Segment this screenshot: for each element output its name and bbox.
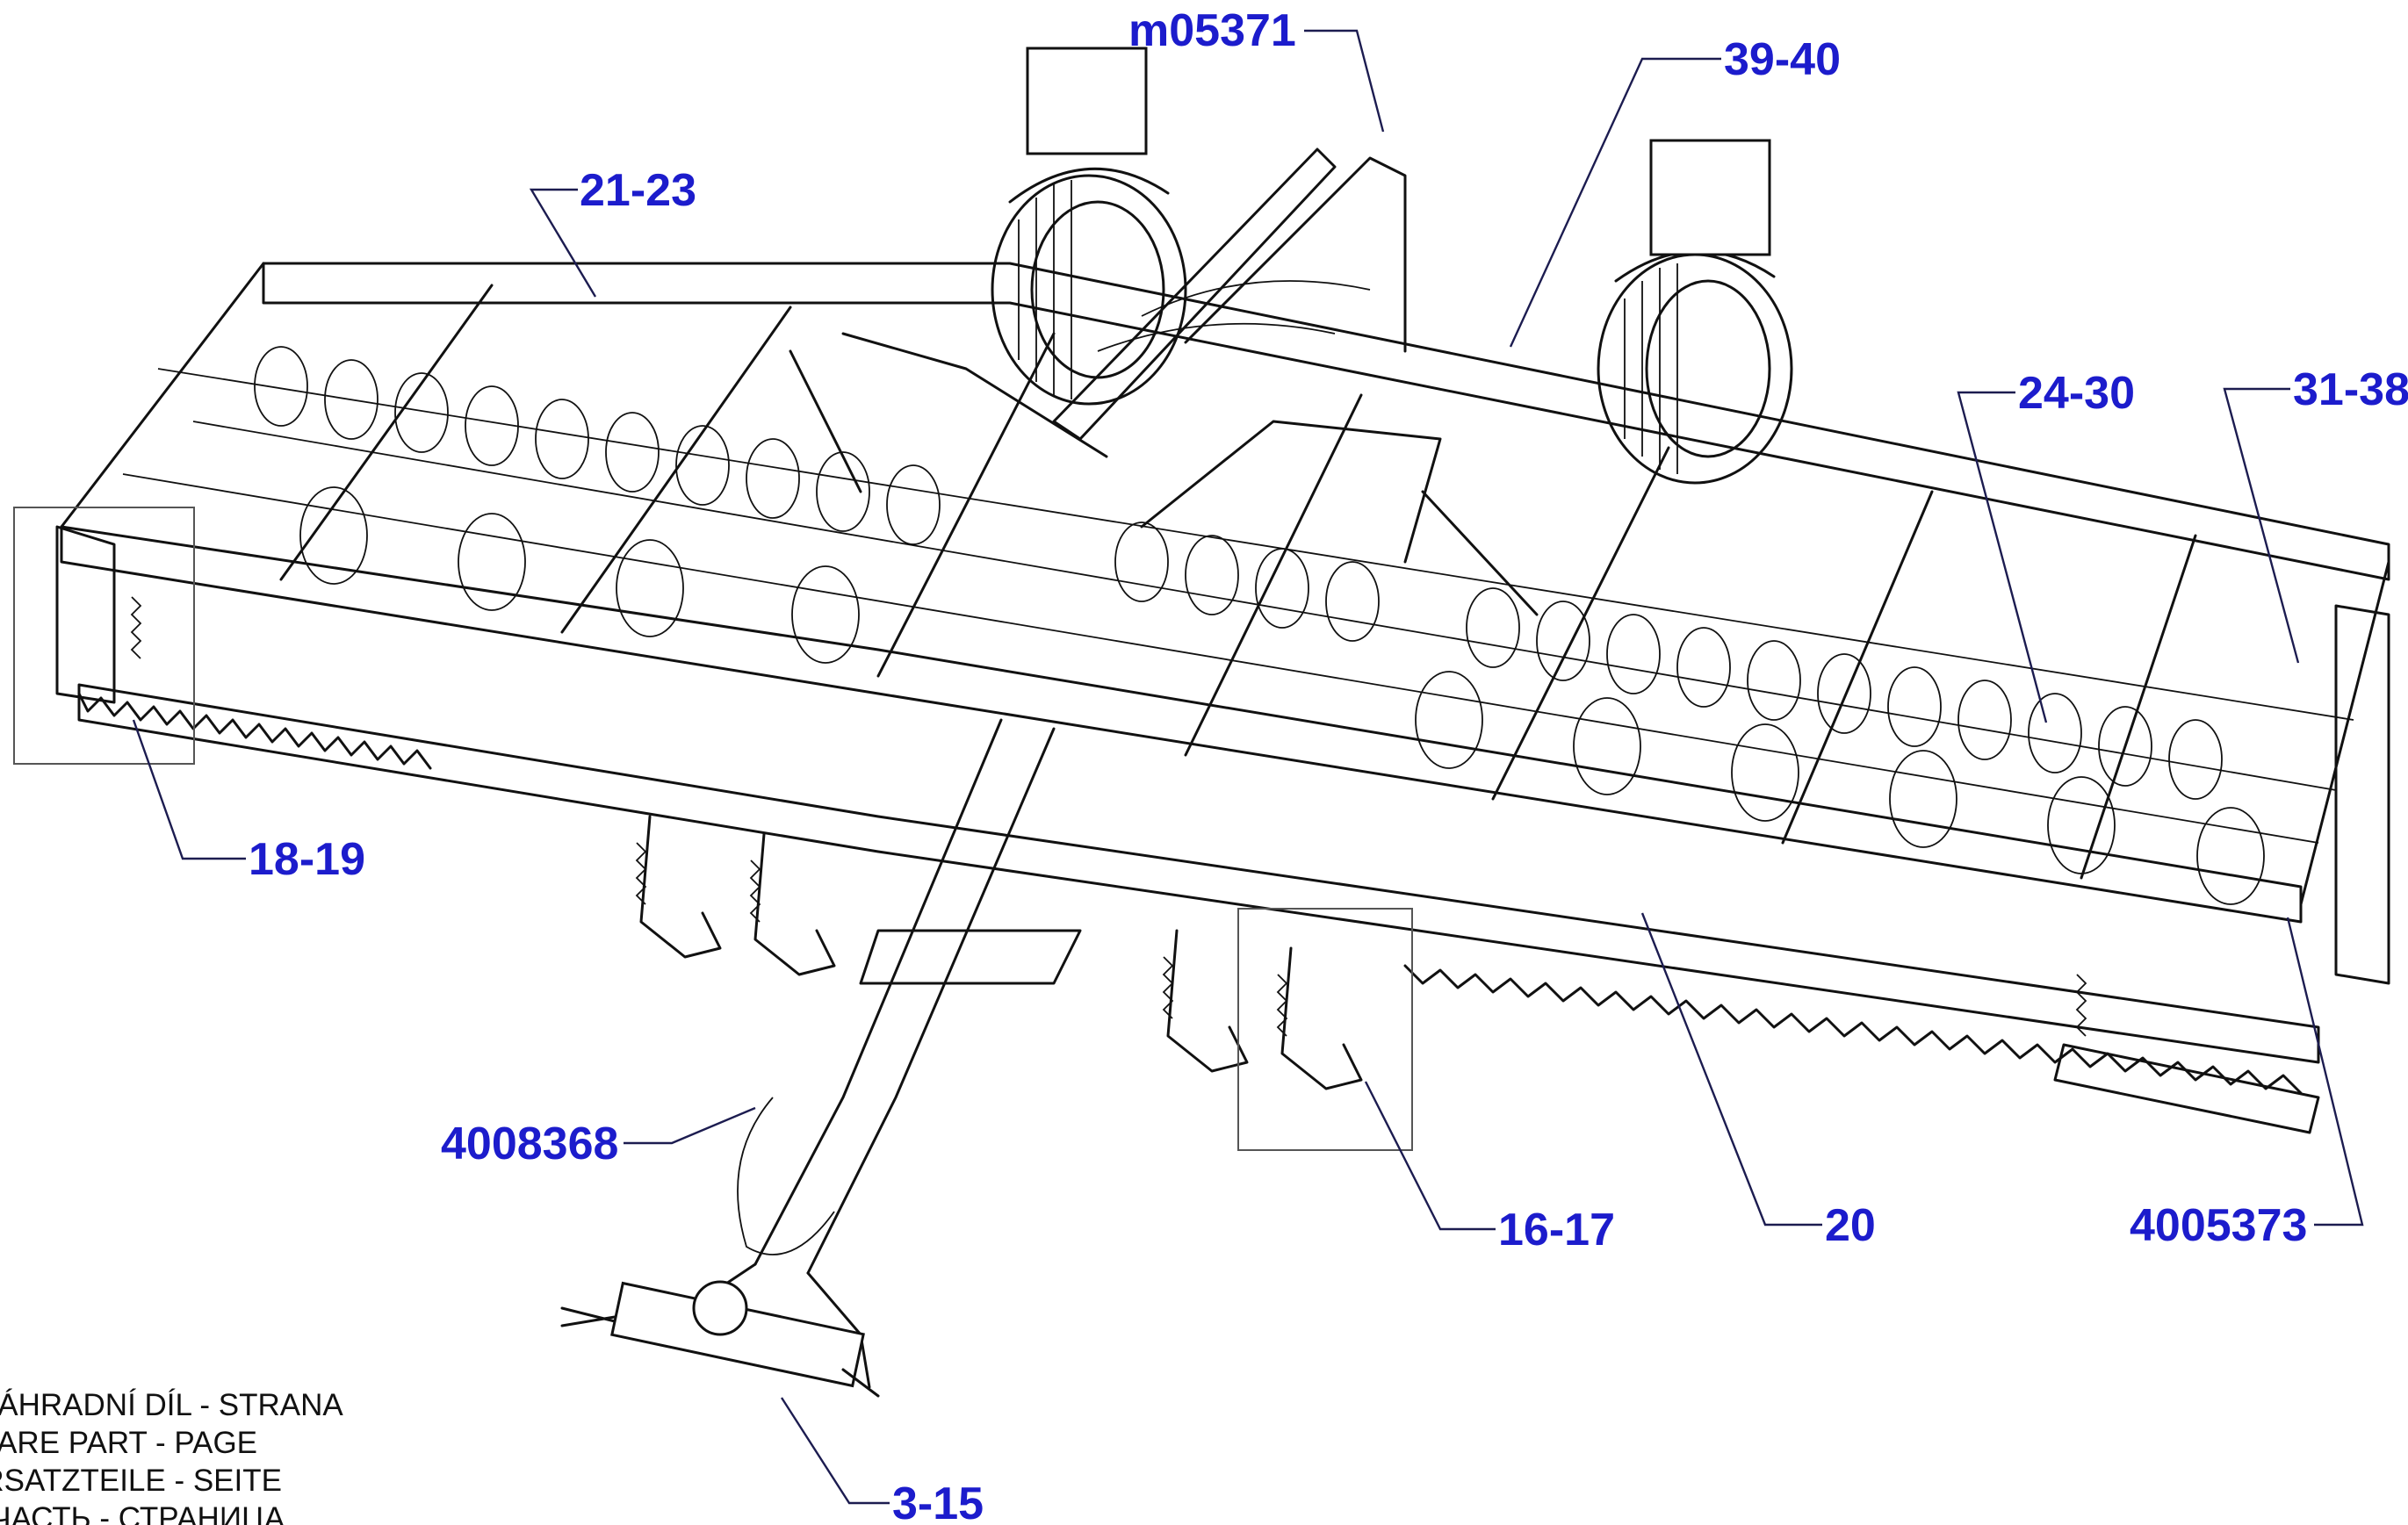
- leader-lines: [132, 29, 2364, 1505]
- tines: [130, 596, 2087, 1090]
- leader-31-38: [2223, 387, 2300, 664]
- leader-4005373: [2286, 917, 2364, 1226]
- leader-18-19: [132, 719, 246, 860]
- left-wheel: [991, 47, 1187, 406]
- leader-m05371: [1304, 29, 1385, 133]
- machine-drawing: [55, 47, 2390, 1398]
- right-end-plate: [2334, 604, 2390, 985]
- callout-4005373[interactable]: 4005373: [2130, 1200, 2307, 1251]
- callout-24-30[interactable]: 24-30: [2018, 368, 2135, 419]
- legend-line-en: SPARE PART - PAGE: [0, 1426, 257, 1460]
- callout-39-40[interactable]: 39-40: [1724, 34, 1841, 85]
- callout-16-17[interactable]: 16-17: [1498, 1205, 1615, 1255]
- callout-21-23[interactable]: 21-23: [580, 165, 696, 216]
- leader-20: [1640, 912, 1822, 1226]
- leader-4008368: [624, 1106, 756, 1145]
- leader-24-30: [1957, 391, 2048, 723]
- left-end-plate: [55, 525, 116, 704]
- detail-box-center-tine: [1237, 908, 1413, 1151]
- callout-3-15[interactable]: 3-15: [892, 1478, 984, 1525]
- leader-39-40: [1509, 57, 1721, 348]
- leader-21-23: [529, 188, 597, 298]
- drawbar: [560, 718, 1082, 1398]
- leveling-bar: [77, 692, 2320, 1134]
- callout-20[interactable]: 20: [1825, 1200, 1876, 1251]
- leader-16-17: [1364, 1081, 1496, 1231]
- disc-rows: [254, 346, 2265, 905]
- legend-line-cz: NÁHRADNÍ DÍL - STRANA: [0, 1388, 343, 1422]
- page-legend: NÁHRADNÍ DÍL - STRANA SPARE PART - PAGE …: [0, 1388, 343, 1525]
- detail-box-left-spring: [13, 507, 195, 765]
- right-wheel: [1597, 139, 1793, 485]
- legend-line-ru: ЗАПЧАСТЬ - СТРАНИЦА: [0, 1501, 285, 1525]
- callout-4008368[interactable]: 4008368: [441, 1119, 618, 1169]
- callout-31-38[interactable]: 31-38: [2293, 364, 2408, 415]
- callout-labels: m05371 39-40 21-23 24-30 31-38 18-19 400…: [249, 5, 2408, 1525]
- center-tower: [789, 147, 1539, 616]
- legend-line-de: ERSATZTEILE - SEITE: [0, 1464, 282, 1498]
- leader-3-15: [780, 1397, 890, 1505]
- callout-18-19[interactable]: 18-19: [249, 834, 365, 885]
- callout-m05371[interactable]: m05371: [1128, 5, 1296, 56]
- main-frame: [60, 262, 2390, 1064]
